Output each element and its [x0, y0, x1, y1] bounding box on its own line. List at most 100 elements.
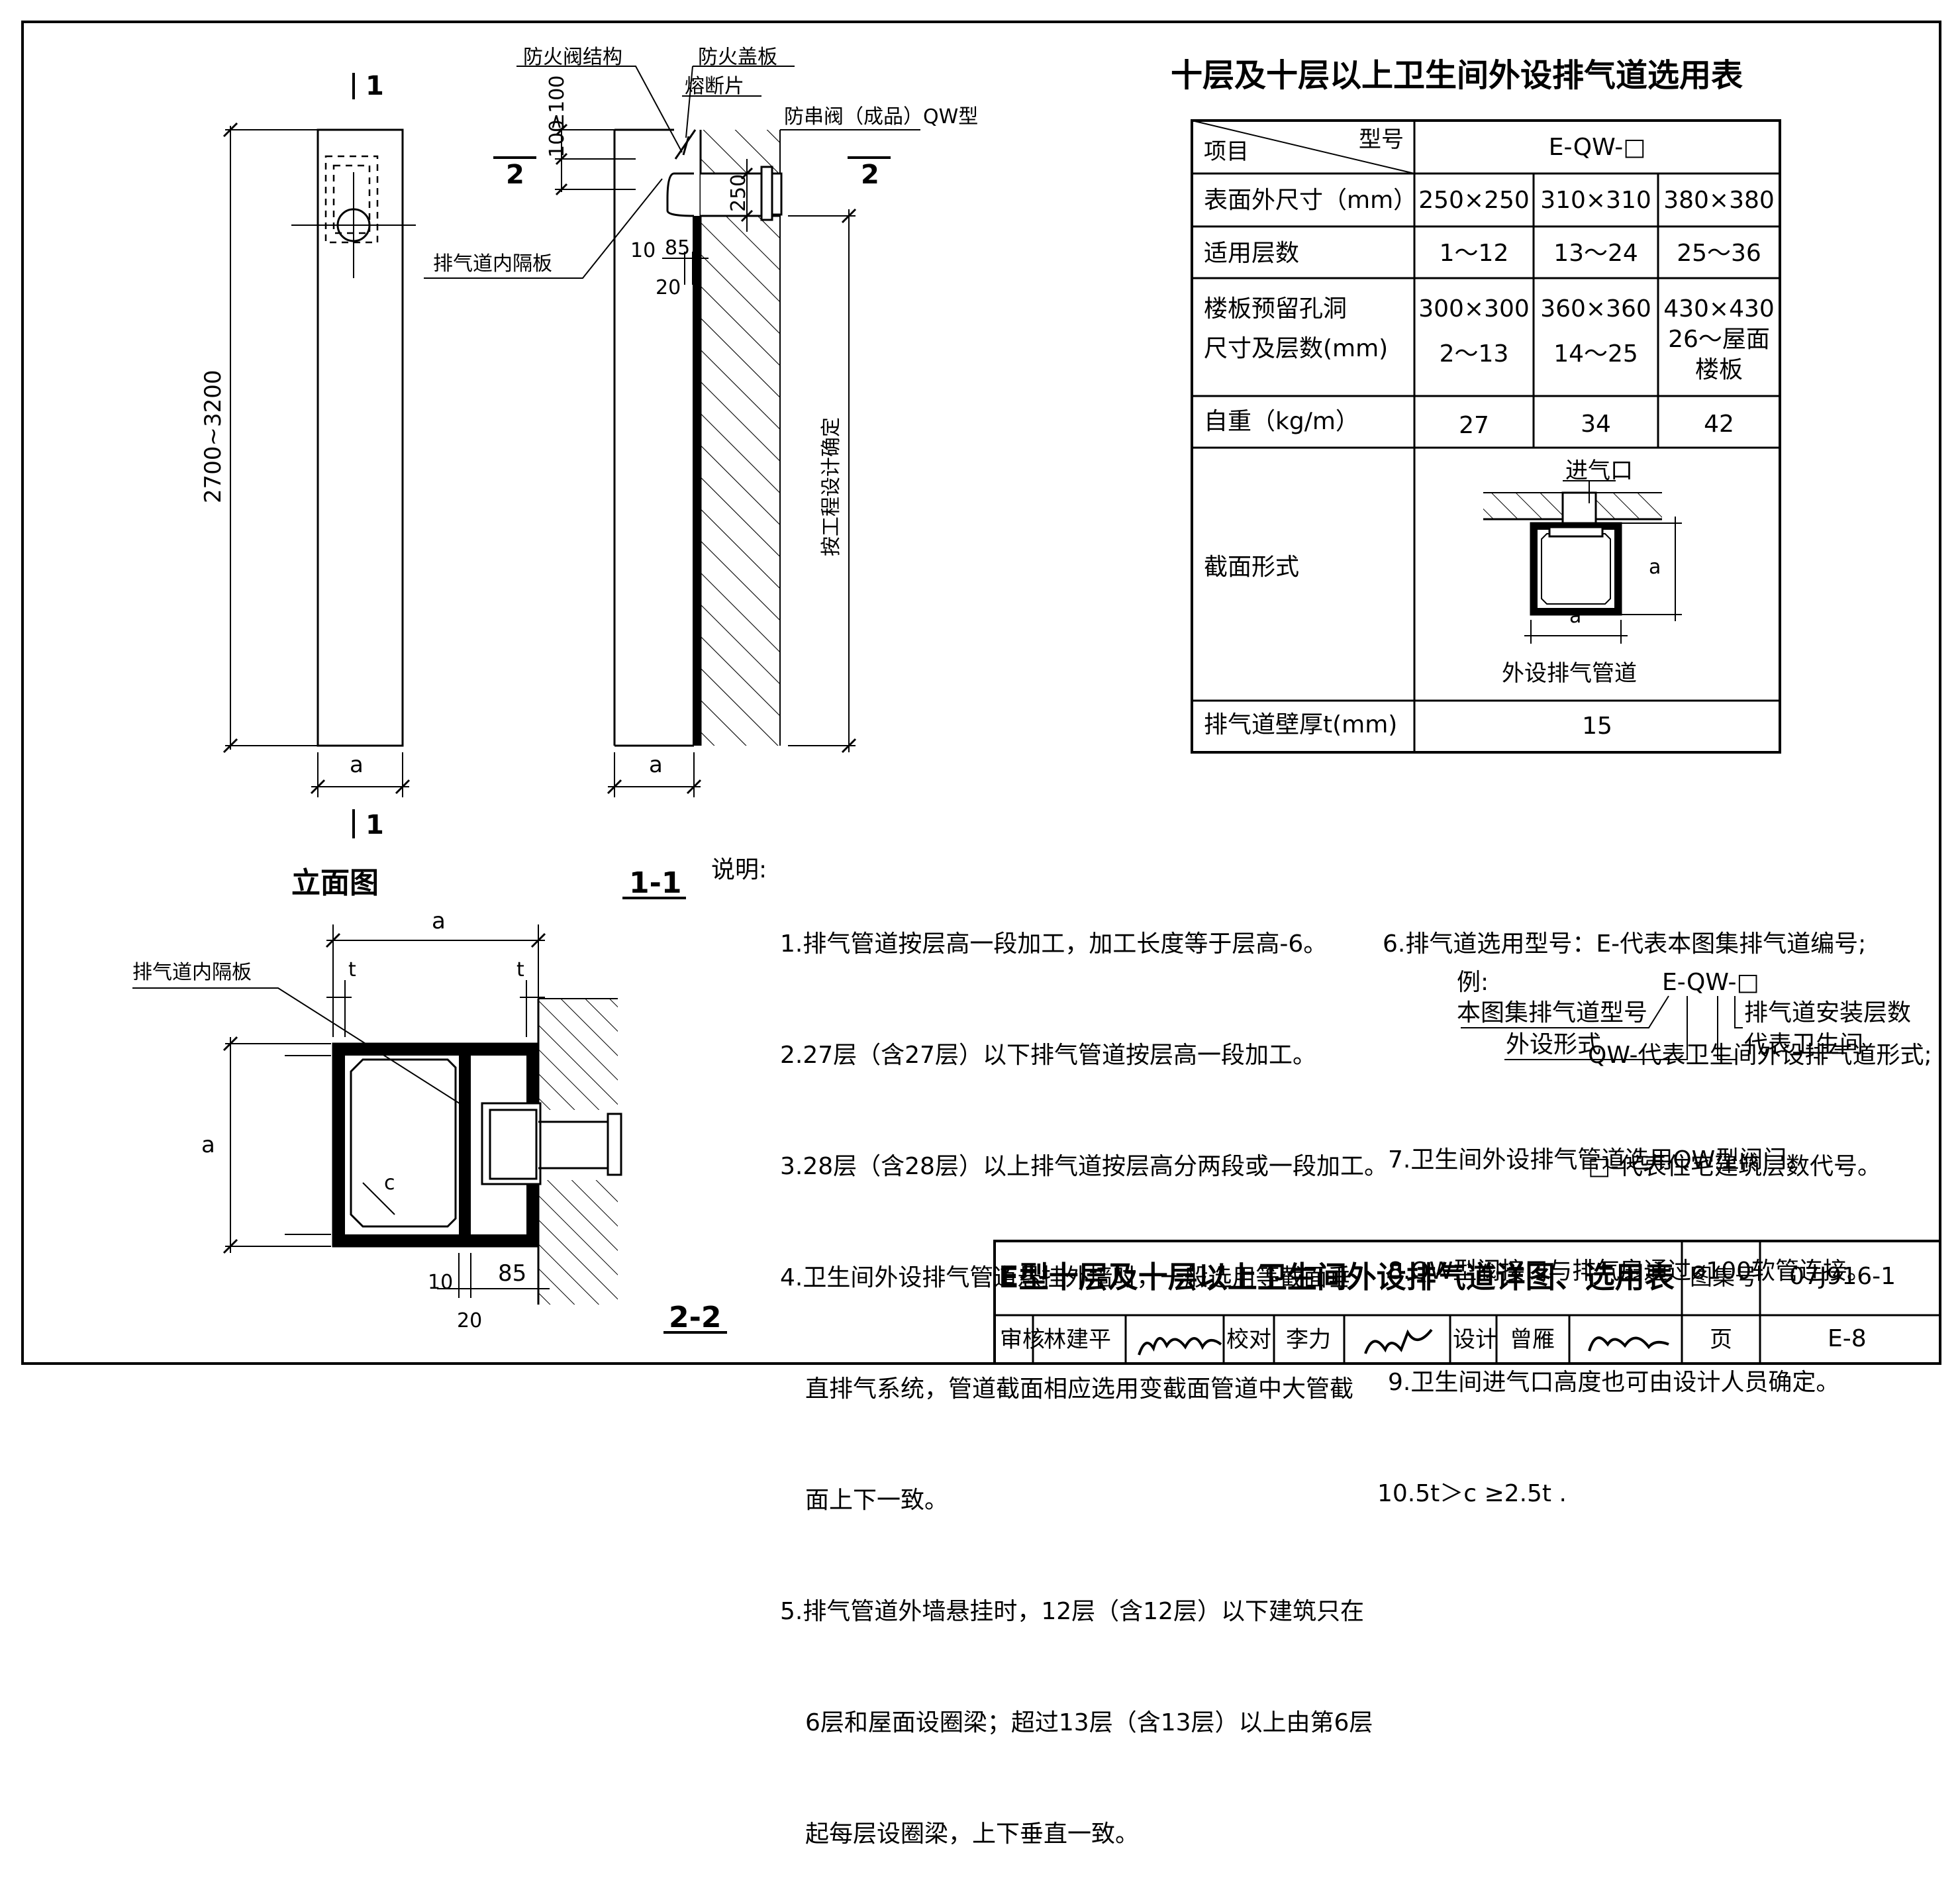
table-diagram-caption: 外设排气管道	[1502, 660, 1637, 687]
note-6b: QW-代表卫生间外设排气道形式;	[1588, 1042, 1932, 1069]
notes-example-left1: 本图集排气道型号	[1457, 999, 1648, 1026]
note-9: 9.卫生间进气口高度也可由设计人员确定。	[1388, 1369, 1840, 1396]
dim-ge100: ≥100	[546, 75, 569, 130]
label-partition-2-2: 排气道内隔板	[132, 961, 252, 984]
table-diagram-a-bottom: a	[1569, 605, 1582, 628]
notes-example-right1: 排气道安装层数	[1744, 999, 1912, 1026]
note-4c: 面上下一致。	[805, 1487, 949, 1514]
atlas-label: 图集号	[1690, 1264, 1757, 1291]
note-8: 8.QW型阀接口与排气扇通过ø100软管连接。	[1388, 1258, 1871, 1285]
designer-name: 曾雁	[1510, 1326, 1555, 1353]
elevation-section-mark-top: 1	[366, 71, 384, 101]
notes-heading: 说明:	[711, 856, 767, 883]
notes-right-top: 6.排气道选用型号：E-代表本图集排气道编号; QW-代表卫生间外设排气道形式;…	[1383, 852, 1932, 1222]
signature-marks	[1138, 1328, 1669, 1356]
table-row-floors-v3: 25～36	[1677, 240, 1761, 267]
table-row-floors-v2: 13～24	[1553, 240, 1638, 267]
note-6c: □-代表住宅建筑层数代号。	[1588, 1153, 1882, 1180]
page-number: E-8	[1828, 1325, 1867, 1352]
dim-2-2-85: 85	[498, 1260, 527, 1287]
dim-2-2-t-left: t	[348, 958, 356, 981]
section-2-mark-right: 2	[861, 160, 879, 190]
note-5a: 5.排气管道外墙悬挂时，12层（含12层）以下建筑只在	[780, 1598, 1364, 1625]
dim-2-2-t-right: t	[516, 958, 524, 981]
notes-right-bottom: 7.卫生间外设排气管道选用QW型阀门。 8.QW型阀接口与排气扇通过ø100软管…	[1377, 1068, 1871, 1550]
title-block-grid	[993, 1240, 1941, 1365]
notes-example-code: E-QW-□	[1662, 969, 1759, 996]
table-row-size-label: 表面外尺寸（mm）	[1204, 187, 1418, 214]
reviewer-name: 林建平	[1044, 1326, 1111, 1353]
dim-length: 按工程设计确定	[820, 417, 843, 556]
note-3: 3.28层（含28层）以上排气道按层高分两段或一段加工。	[780, 1153, 1388, 1180]
dim-2-2-c: c	[384, 1171, 395, 1195]
label-fuse: 熔断片	[685, 75, 744, 98]
table-row-hole-v1a: 300×300	[1418, 295, 1530, 323]
table-row-floors-label: 适用层数	[1204, 240, 1300, 267]
section-1-1-width-dim: a	[649, 752, 663, 778]
elevation-section-mark-bottom: 1	[366, 810, 384, 840]
section-2-2-view	[132, 924, 727, 1334]
table-row-weight-v3: 42	[1704, 411, 1734, 438]
dim-2-2-10: 10	[428, 1271, 454, 1294]
dim-250: 250	[727, 174, 750, 212]
note-1: 1.排气管道按层高一段加工，加工长度等于层高-6。	[780, 930, 1328, 958]
table-row-hole-v3c: 楼板	[1694, 356, 1743, 383]
table-row-size-v1: 250×250	[1418, 187, 1530, 214]
label-fire-cover: 防火盖板	[698, 46, 777, 69]
label-check-valve: 防串阀（成品）QW型	[784, 105, 979, 128]
table-row-size-v2: 310×310	[1540, 187, 1651, 214]
table-row-floors-v1: 1～12	[1439, 240, 1509, 267]
notes-example-right2: 代表卫生间	[1744, 1031, 1864, 1058]
note-5b: 6层和屋面设圈梁；超过13层（含13层）以上由第6层	[805, 1709, 1373, 1736]
atlas-number: 07J916-1	[1789, 1263, 1896, 1290]
note-7: 7.卫生间外设排气管道选用QW型阀门。	[1388, 1146, 1811, 1173]
selection-table-grid	[1191, 119, 1781, 754]
label-fire-damper-structure: 防火阀结构	[523, 46, 622, 69]
design-label: 设计	[1453, 1326, 1498, 1353]
table-row-hole-v3b: 26～屋面	[1668, 326, 1770, 353]
elevation-title: 立面图	[291, 866, 379, 900]
note-4a: 4.卫生间外设排气管道悬挂外墙时，一般选用等截面垂	[780, 1264, 1351, 1291]
notes-left: 1.排气管道按层高一段加工，加工长度等于层高-6。 2.27层（含27层）以下排…	[780, 852, 1388, 1890]
table-row-hole-label-1: 楼板预留孔洞	[1204, 295, 1348, 323]
page-label: 页	[1710, 1326, 1732, 1353]
section-2-2-title: 2-2	[669, 1301, 722, 1334]
table-diagram-a-right: a	[1649, 556, 1661, 579]
note-5c: 起每层设圈梁，上下垂直一致。	[805, 1820, 1140, 1848]
table-row-thickness-value: 15	[1582, 713, 1612, 740]
elevation-view	[222, 73, 416, 838]
review-label: 审核	[1000, 1326, 1045, 1353]
section-2-mark-left: 2	[506, 160, 524, 190]
dim-2-2-a-left: a	[201, 1132, 215, 1158]
dim-2-2-20: 20	[457, 1309, 483, 1332]
elevation-height-dim: 2700~3200	[200, 370, 226, 503]
dim-85: 85	[665, 236, 691, 260]
note-6a: 6.排气道选用型号：E-代表本图集排气道编号;	[1383, 930, 1867, 958]
table-row-hole-v2b: 14～25	[1553, 340, 1638, 368]
table-row-thickness-label: 排气道壁厚t(mm)	[1204, 711, 1398, 738]
table-corner-item: 项目	[1204, 138, 1249, 165]
table-corner-model: 型号	[1359, 126, 1404, 153]
check-label: 校对	[1226, 1326, 1271, 1353]
table-row-hole-v1b: 2～13	[1439, 340, 1509, 368]
dim-10: 10	[630, 239, 656, 262]
table-row-hole-label-2: 尺寸及层数(mm)	[1204, 335, 1389, 362]
table-row-weight-v1: 27	[1459, 412, 1489, 439]
table-row-hole-v3a: 430×430	[1663, 295, 1775, 323]
section-1-1-title: 1-1	[629, 866, 682, 900]
notes-example-label: 例:	[1457, 969, 1489, 996]
table-model: E-QW-□	[1548, 134, 1646, 161]
table-row-size-v3: 380×380	[1663, 187, 1775, 214]
dim-2-2-a: a	[432, 908, 446, 934]
table-row-weight-label: 自重（kg/m）	[1204, 408, 1359, 435]
table-row-hole-v2a: 360×360	[1540, 295, 1651, 323]
table-row-weight-v2: 34	[1581, 411, 1611, 438]
elevation-width-dim: a	[350, 752, 364, 778]
table-row-section-label: 截面形式	[1204, 554, 1300, 581]
checker-name: 李力	[1286, 1326, 1331, 1353]
table-title: 十层及十层以上卫生间外设排气道选用表	[1171, 57, 1743, 94]
dim-20: 20	[656, 276, 681, 299]
notes-example-linework	[1461, 995, 1743, 1060]
note-4b: 直排气系统，管道截面相应选用变截面管道中大管截	[805, 1375, 1354, 1403]
note-10: 10.5t＞c ≥2.5t .	[1377, 1480, 1567, 1507]
